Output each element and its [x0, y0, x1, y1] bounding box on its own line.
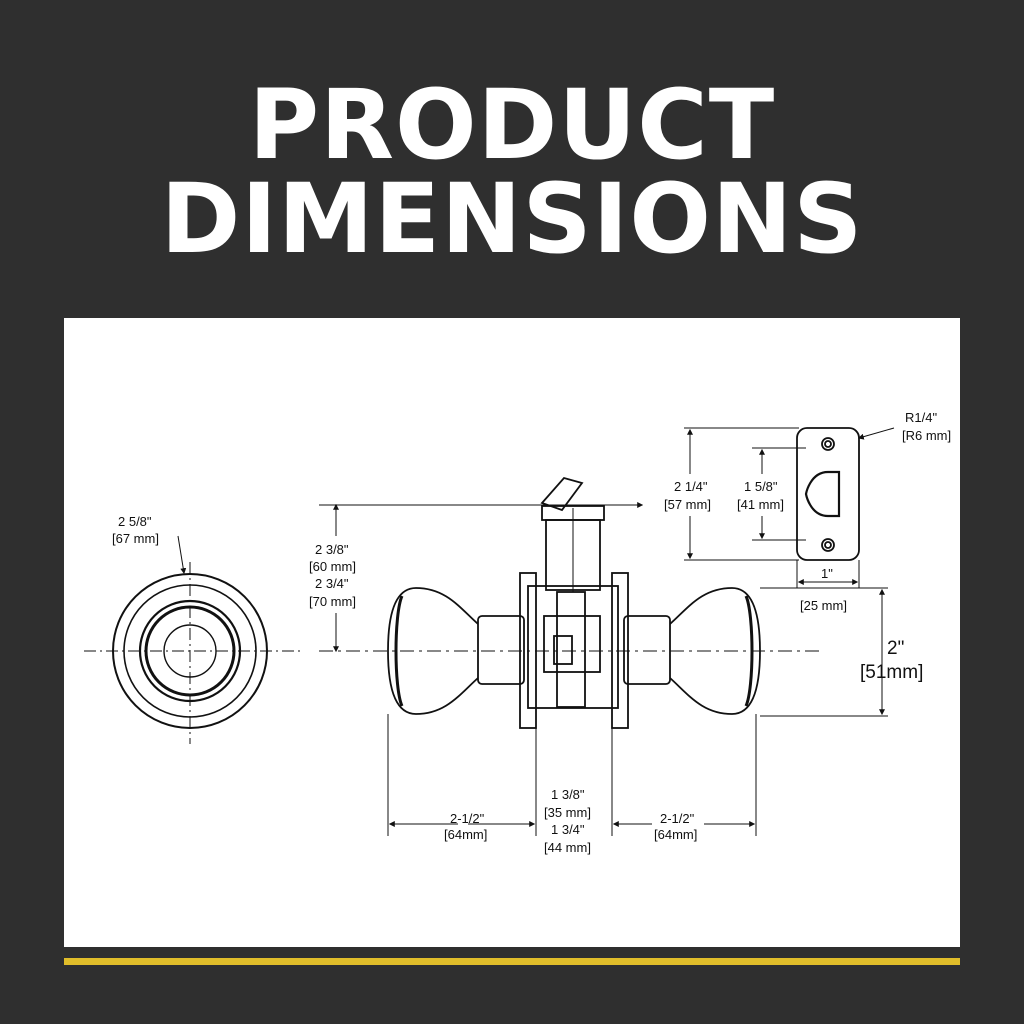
- knob-diameter-metric: [51mm]: [860, 662, 923, 683]
- backset-dimension: [319, 502, 644, 653]
- strike-height-metric: [57 mm]: [664, 497, 711, 512]
- backset-long-imperial: 2 3/4": [315, 576, 349, 591]
- strike-height-imperial: 2 1/4": [674, 479, 708, 494]
- corner-radius-metric: [R6 mm]: [902, 428, 951, 443]
- knob-diameter-imperial: 2": [887, 638, 904, 659]
- title-line-2: DIMENSIONS: [160, 163, 864, 275]
- accent-line: [64, 958, 960, 965]
- door-thickness-max-metric: [44 mm]: [544, 840, 591, 855]
- corner-radius-imperial: R1/4": [905, 410, 937, 425]
- door-thickness-min-metric: [35 mm]: [544, 805, 591, 820]
- door-thickness-max-imperial: 1 3/4": [551, 822, 585, 837]
- strike-width-metric: [25 mm]: [800, 598, 847, 613]
- latch-height-metric: [41 mm]: [737, 497, 784, 512]
- backset-short-imperial: 2 3/8": [315, 542, 349, 557]
- front-view-rose: [84, 535, 302, 744]
- technical-drawing: 2 5/8" [67 mm]: [84, 410, 951, 855]
- accent-bar: [64, 958, 960, 965]
- door-thickness-min-imperial: 1 3/8": [551, 787, 585, 802]
- left-projection-imperial: 2-1/2": [450, 811, 485, 826]
- strike-plate: [796, 427, 860, 561]
- projection-dimensions: [387, 714, 757, 836]
- rose-diameter-imperial: 2 5/8": [118, 514, 152, 529]
- knob-diameter-dimension: [760, 587, 888, 717]
- title-line-1: PRODUCT: [248, 69, 776, 181]
- backset-long-metric: [70 mm]: [309, 594, 356, 609]
- right-projection-metric: [64mm]: [654, 827, 697, 842]
- rose-diameter-metric: [67 mm]: [112, 531, 159, 546]
- right-projection-imperial: 2-1/2": [660, 811, 695, 826]
- strike-dimensions: [684, 427, 895, 588]
- lock-side-view: [319, 476, 824, 729]
- latch-height-imperial: 1 5/8": [744, 479, 778, 494]
- backset-short-metric: [60 mm]: [309, 559, 356, 574]
- page-title: PRODUCT DIMENSIONS: [0, 69, 1024, 275]
- strike-width-imperial: 1": [821, 566, 833, 581]
- left-projection-metric: [64mm]: [444, 827, 487, 842]
- drawing-panel: 2 5/8" [67 mm]: [64, 318, 960, 947]
